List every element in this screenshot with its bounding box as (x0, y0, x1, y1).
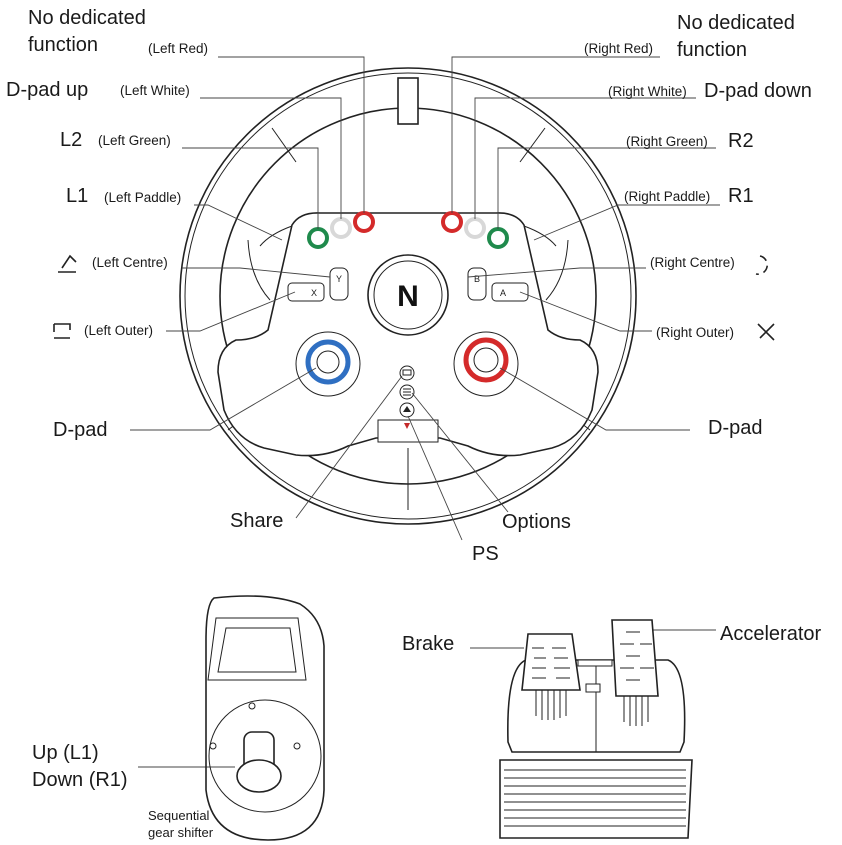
options-icon (403, 388, 411, 396)
wheel-labels: No dedicated function (Left Red) No dedi… (6, 7, 812, 565)
wheel-rim-outer (179, 67, 637, 525)
label-right-green: (Right Green) (626, 134, 708, 149)
square-icon (53, 323, 71, 339)
circle-icon (755, 255, 769, 276)
label-left-red: (Left Red) (148, 41, 208, 56)
logo-ring-inner (373, 260, 443, 330)
share-button[interactable] (399, 365, 415, 381)
right-red-button[interactable] (441, 211, 463, 233)
hub-bottom-panel (377, 419, 439, 443)
cross-icon (757, 323, 775, 341)
right-white-button[interactable] (464, 217, 486, 239)
wheel-logo: N (397, 280, 419, 313)
b-button[interactable] (467, 267, 487, 301)
shifter-caption-line1: Sequential (148, 808, 210, 823)
left-red-button[interactable] (353, 211, 375, 233)
label-left-outer: (Left Outer) (84, 323, 153, 338)
label-left-green: (Left Green) (98, 133, 171, 148)
pedal-housing (507, 659, 686, 753)
gear-shifter: Up (L1) Down (R1) Sequential gear shifte… (32, 595, 325, 841)
shifter-down-label: Down (R1) (32, 769, 128, 791)
share-icon (402, 369, 412, 376)
wheel-rim-outer-inner-edge (184, 72, 632, 520)
label-right-outer: (Right Outer) (656, 325, 734, 340)
accelerator-pedal[interactable] (611, 619, 659, 726)
no-dedicated-left-line2: function (28, 34, 98, 56)
shifter-caption-line2: gear shifter (148, 825, 214, 840)
paddle-left (247, 239, 271, 301)
func-dpad-left: D-pad (53, 419, 107, 441)
func-dpad-up: D-pad up (6, 79, 88, 101)
pedal-linkage (577, 659, 613, 667)
pedal-base-ribs (504, 769, 686, 827)
x-button-label: X (311, 288, 317, 298)
pedal-spring (585, 683, 601, 693)
pedal-base (499, 759, 693, 839)
label-right-red: (Right Red) (584, 41, 653, 56)
wheel-top-marker (397, 77, 419, 125)
right-dpad-stick[interactable] (473, 347, 499, 373)
no-dedicated-left-line1: No dedicated (28, 7, 146, 29)
label-right-white: (Right White) (608, 84, 687, 99)
steering-wheel: N Y X B A (179, 67, 637, 525)
pedal-brake-label: Brake (402, 633, 454, 655)
y-button[interactable] (329, 267, 349, 301)
shifter-top-panel (207, 617, 307, 681)
func-r1: R1 (728, 185, 754, 207)
shifter-screw-right (293, 742, 301, 750)
label-right-centre: (Right Centre) (650, 255, 735, 270)
label-left-centre: (Left Centre) (92, 255, 168, 270)
shifter-base-ring (208, 699, 322, 813)
logo-ring-outer (367, 254, 449, 336)
shifter-screw-left (209, 742, 217, 750)
func-dpad-right: D-pad (708, 417, 762, 439)
left-dpad-stick[interactable] (316, 350, 340, 374)
x-button[interactable] (287, 282, 325, 302)
a-button[interactable] (491, 282, 529, 302)
spoke-right-edge (523, 225, 557, 247)
label-right-paddle: (Right Paddle) (624, 189, 710, 204)
ps-marker-icon (404, 423, 410, 429)
triangle-icon (58, 254, 77, 273)
label-left-white: (Left White) (120, 83, 190, 98)
func-l1: L1 (66, 185, 88, 207)
shifter-body (205, 595, 325, 841)
left-white-button[interactable] (330, 217, 352, 239)
brake-pedal[interactable] (521, 633, 581, 720)
shifter-screw-top (248, 702, 256, 710)
b-button-label: B (474, 274, 480, 284)
leader-lines (130, 56, 720, 768)
func-options: Options (502, 511, 571, 533)
y-button-label: Y (336, 274, 342, 284)
home-icon (403, 406, 411, 412)
label-left-paddle: (Left Paddle) (104, 190, 181, 205)
rim-seam-left (271, 127, 297, 163)
a-button-label: A (500, 288, 506, 298)
func-ps: PS (472, 543, 499, 565)
shifter-up-label: Up (L1) (32, 742, 99, 764)
no-dedicated-right-line1: No dedicated (677, 12, 795, 34)
no-dedicated-right-line2: function (677, 39, 747, 61)
func-dpad-down: D-pad down (704, 80, 812, 102)
func-r2: R2 (728, 130, 754, 152)
paddle-right (545, 239, 569, 301)
pedal-accelerator-label: Accelerator (720, 623, 821, 645)
func-share: Share (230, 510, 283, 532)
shifter-knob[interactable] (236, 759, 282, 793)
rim-seam-right (519, 127, 546, 163)
right-green-button[interactable] (487, 227, 509, 249)
spoke-left-edge (259, 225, 293, 247)
left-green-button[interactable] (307, 227, 329, 249)
pedal-set: Brake Accelerator (402, 619, 821, 839)
shifter-top-panel-inner (217, 627, 297, 673)
func-l2: L2 (60, 129, 82, 151)
